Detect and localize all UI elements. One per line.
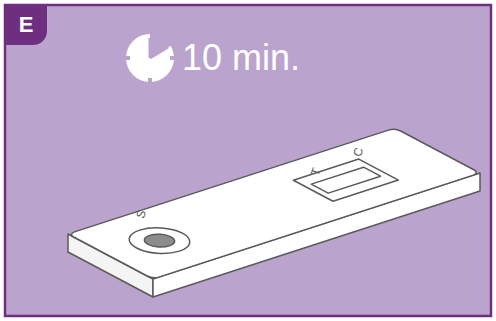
clock-icon — [125, 30, 175, 83]
step-badge: E — [5, 5, 47, 45]
result-window — [293, 159, 398, 201]
panel — [5, 5, 491, 316]
test-cassette — [68, 128, 480, 297]
duration-text: 10 min. — [182, 40, 300, 76]
sample-well — [117, 223, 202, 259]
step-letter: E — [19, 12, 34, 38]
